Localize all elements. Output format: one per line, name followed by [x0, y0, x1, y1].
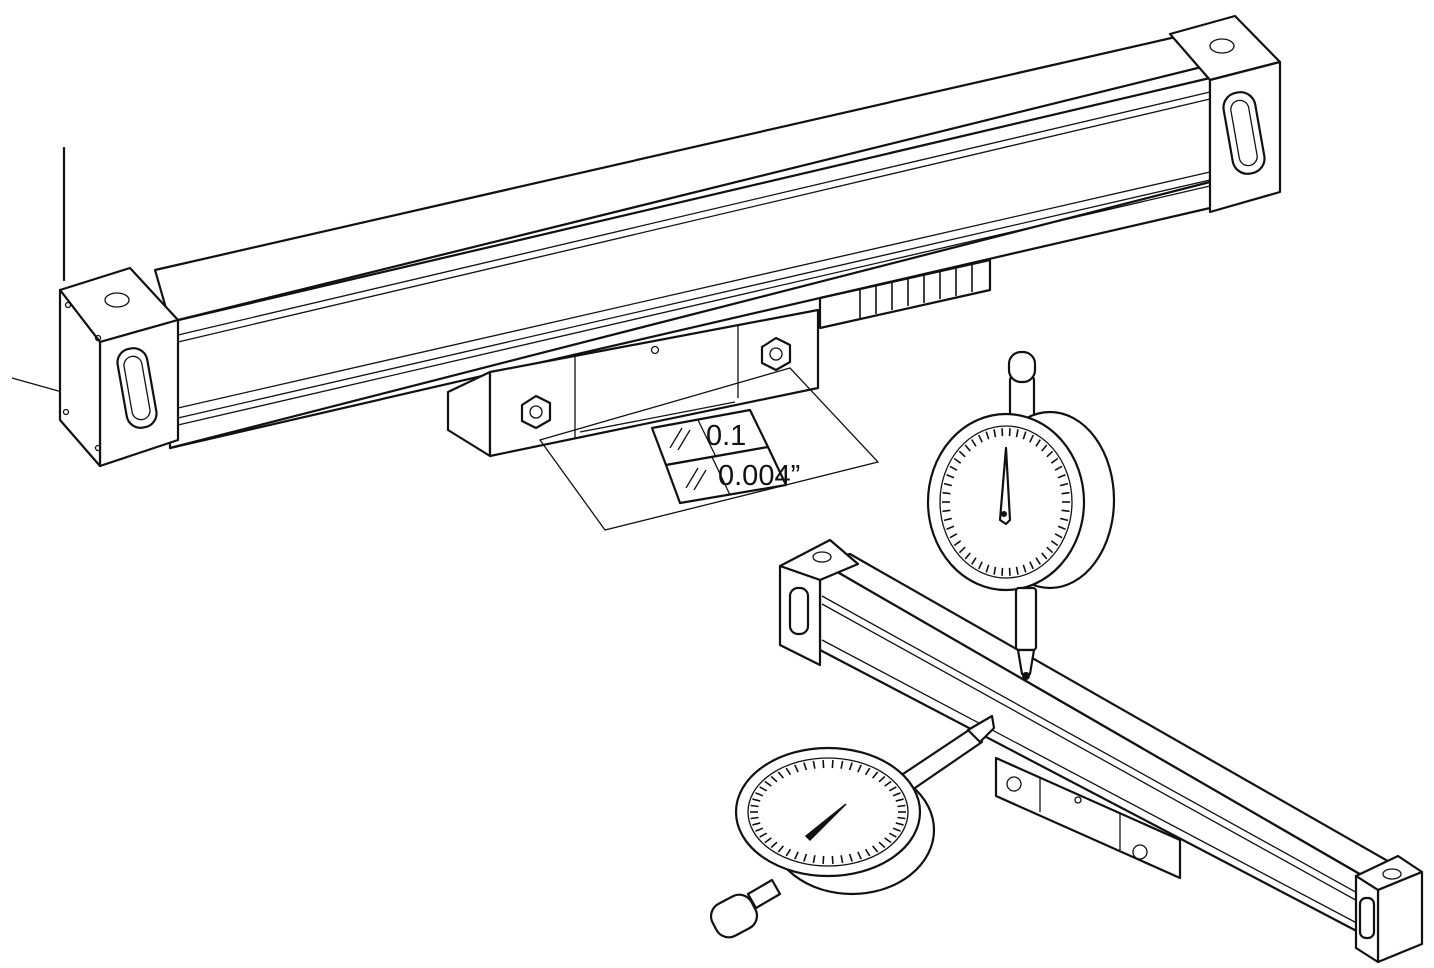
hex-bolt-right	[760, 336, 792, 372]
right-end-cap	[1168, 14, 1282, 214]
main-linear-scale: 0.1 0.004”	[58, 14, 1282, 531]
reading-head	[446, 308, 820, 458]
machine-edge	[11, 146, 66, 393]
left-end-cap	[58, 266, 180, 468]
tolerance-value-metric: 0.1	[706, 420, 746, 452]
dial-ticks	[942, 428, 1070, 576]
check-scale	[778, 538, 1424, 964]
dial-indicator-bottom	[709, 714, 996, 939]
check-scale-right-cap	[1354, 854, 1424, 964]
parallelism-plane	[538, 367, 880, 531]
hex-bolt-left	[520, 394, 552, 430]
dial-ticks	[750, 760, 906, 864]
tolerance-value-inch: 0.004”	[718, 460, 800, 492]
check-scale-reading-head	[994, 756, 1182, 880]
check-scale-left-cap	[778, 538, 860, 667]
dial-indicator-top	[926, 350, 1116, 680]
tolerance-frame: 0.1 0.004”	[650, 408, 800, 505]
bellows	[818, 258, 992, 330]
